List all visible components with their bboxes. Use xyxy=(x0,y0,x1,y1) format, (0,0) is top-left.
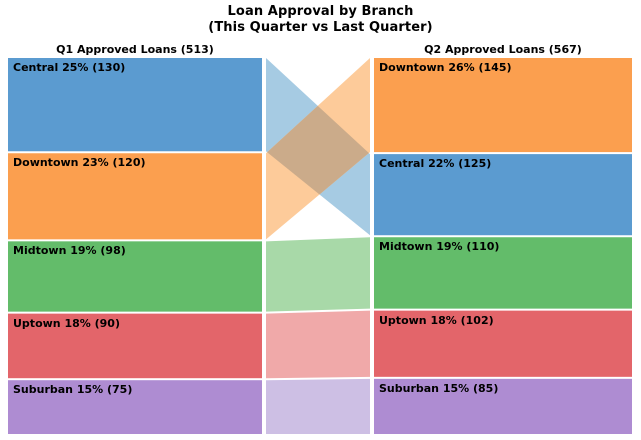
node-q1-suburban[interactable] xyxy=(8,380,262,434)
node-q1-midtown[interactable] xyxy=(8,241,262,312)
node-q2-downtown[interactable] xyxy=(374,58,632,153)
column-header-q1: Q1 Approved Loans (513) xyxy=(56,43,214,56)
flow-ribbon-uptown[interactable] xyxy=(266,310,370,379)
flow-ribbon-overlap xyxy=(267,105,369,195)
flow-ribbon-suburban[interactable] xyxy=(266,378,370,434)
chart-subtitle: (This Quarter vs Last Quarter) xyxy=(208,20,433,35)
node-q1-downtown[interactable] xyxy=(8,153,262,240)
node-q1-uptown[interactable] xyxy=(8,313,262,379)
node-q2-central[interactable] xyxy=(374,154,632,236)
node-q2-suburban[interactable] xyxy=(374,378,632,434)
flow-ribbon-midtown[interactable] xyxy=(266,237,370,312)
node-q1-central[interactable] xyxy=(8,58,262,152)
chart-title-block: Loan Approval by Branch (This Quarter vs… xyxy=(0,4,641,36)
column-header-q2: Q2 Approved Loans (567) xyxy=(424,43,582,56)
node-q2-midtown[interactable] xyxy=(374,237,632,309)
node-q2-uptown[interactable] xyxy=(374,310,632,377)
page-title: Loan Approval by Branch xyxy=(227,4,414,19)
